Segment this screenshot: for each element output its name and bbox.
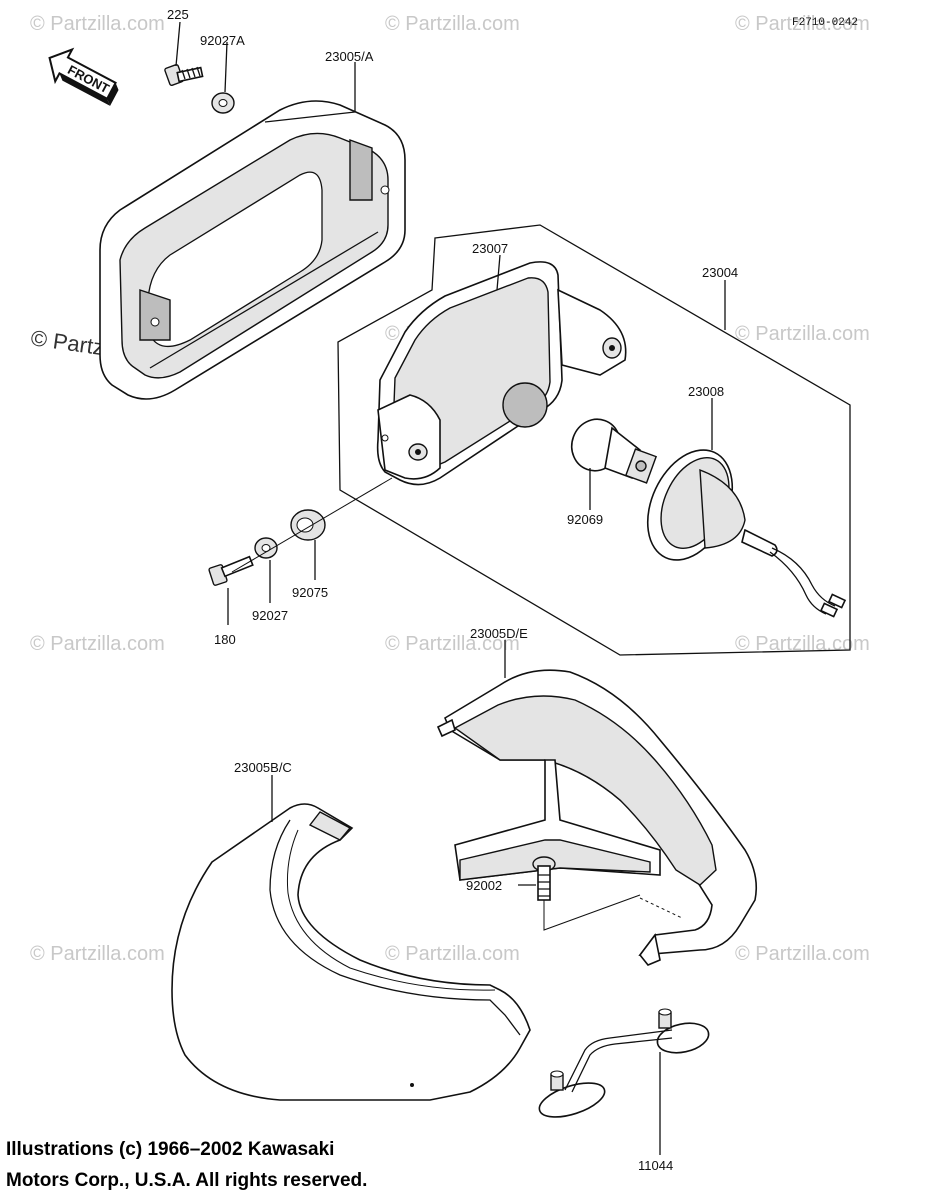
copyright-notice: Illustrations (c) 1966–2002 Kawasaki Mot… (6, 1134, 367, 1196)
part-labels: 225 92027A 23005/A 23007 23004 23008 920… (167, 7, 738, 1173)
bolt-180-icon (208, 555, 254, 586)
watermark-text: © Partzilla.com (735, 323, 870, 345)
front-arrow-icon: FRONT (48, 47, 119, 106)
watermark-text: © Partzilla.com (385, 943, 520, 965)
upper-cover-23005a-icon (99, 100, 406, 400)
part-label-92002: 92002 (466, 878, 502, 893)
bulb-socket-23008-icon (646, 449, 847, 618)
bolt-92002-icon (532, 856, 556, 901)
bulb-92069-icon (570, 418, 658, 484)
watermark-text: © Partzilla.com (30, 943, 165, 965)
part-label-23007: 23007 (472, 241, 508, 256)
leader-lines (175, 21, 726, 1155)
watermark-text: © Partzilla.com (385, 13, 520, 35)
grommet-92075-icon (290, 509, 326, 541)
part-label-23008: 23008 (688, 384, 724, 399)
watermark-text: © Partzilla.com (735, 13, 870, 35)
part-label-11044: 11044 (638, 1158, 673, 1173)
headlight-housing-23007-icon (376, 261, 627, 486)
lower-cover-23005de-icon (436, 669, 758, 966)
part-label-92075: 92075 (292, 585, 328, 600)
part-label-23005a: 23005/A (325, 49, 374, 64)
part-label-23005de: 23005D/E (470, 626, 528, 641)
bracket-11044-icon (538, 1008, 710, 1118)
washer-92027-icon (254, 537, 278, 559)
watermark-text: © Partzilla.com (385, 633, 520, 655)
watermark-text: © Partzilla.com (735, 943, 870, 965)
copyright-line-2: Motors Corp., U.S.A. All rights reserved… (6, 1170, 368, 1191)
lower-cover-23005bc-icon (171, 803, 531, 1101)
part-label-92069: 92069 (567, 512, 603, 527)
watermark-text: © Partzilla.com (30, 13, 165, 35)
figure-code: F2710-0242 (792, 17, 858, 29)
part-label-23004: 23004 (702, 265, 738, 280)
part-label-23005bc: 23005B/C (234, 760, 292, 775)
watermark-text: © Partzilla.com (30, 633, 165, 655)
washer-92027a-icon (211, 92, 235, 114)
assembly-23004-outline (337, 224, 851, 656)
bolt-225-icon (164, 64, 204, 86)
part-label-225: 225 (167, 7, 189, 22)
copyright-line-1: Illustrations (c) 1966–2002 Kawasaki (6, 1139, 335, 1160)
part-label-180: 180 (214, 632, 236, 647)
part-label-92027a: 92027A (200, 33, 245, 48)
watermarks: © Partzilla.com © Partzilla.com © Partzi… (29, 13, 869, 965)
watermark-text: © Partzilla.com (735, 633, 870, 655)
part-label-92027: 92027 (252, 608, 288, 623)
